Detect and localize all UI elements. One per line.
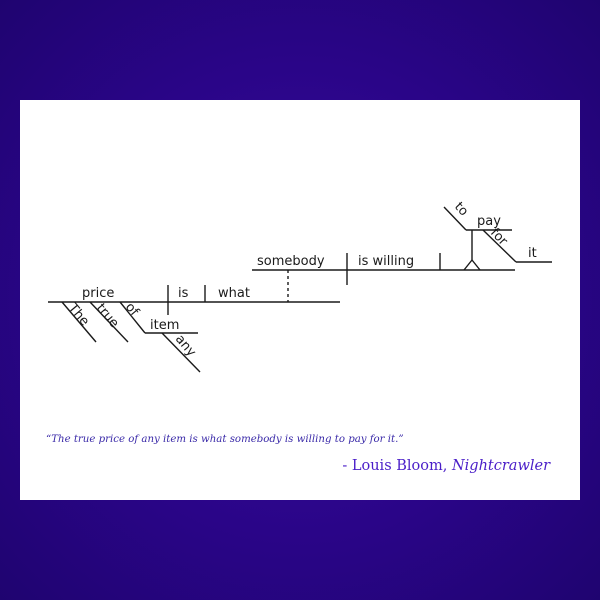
modifier-line-of [119,301,146,334]
attribution-separator: , [442,458,452,474]
pedestal-left-foot [463,259,473,271]
word-somebody: somebody [257,254,325,269]
word-true: true [93,301,122,331]
quote-text: “The true price of any item is what some… [46,434,404,445]
word-price: price [82,286,114,301]
modifier-line-true [89,301,129,343]
modifier-line-the [61,301,97,343]
author-name: Louis Bloom [351,458,443,474]
word-pay: pay [477,214,501,229]
word-it: it [528,246,537,261]
word-is-willing: is willing [358,254,414,269]
word-of: of [122,300,142,320]
prep-line-for [482,229,517,263]
work-title: Nightcrawler [451,458,550,474]
word-what: what [218,286,250,301]
infinitive-marker-line [443,206,467,231]
word-any: any [172,332,199,360]
attribution: - Louis Bloom, Nightcrawler [342,458,550,474]
word-the: The [64,300,92,329]
modifier-line-any [161,332,201,373]
word-for: for [487,225,511,249]
word-item: item [150,318,179,333]
word-is: is [178,286,189,301]
pedestal-right-foot [471,259,481,271]
attribution-dash: - [342,458,352,474]
poster-card [20,100,580,500]
word-to: to [451,199,471,219]
